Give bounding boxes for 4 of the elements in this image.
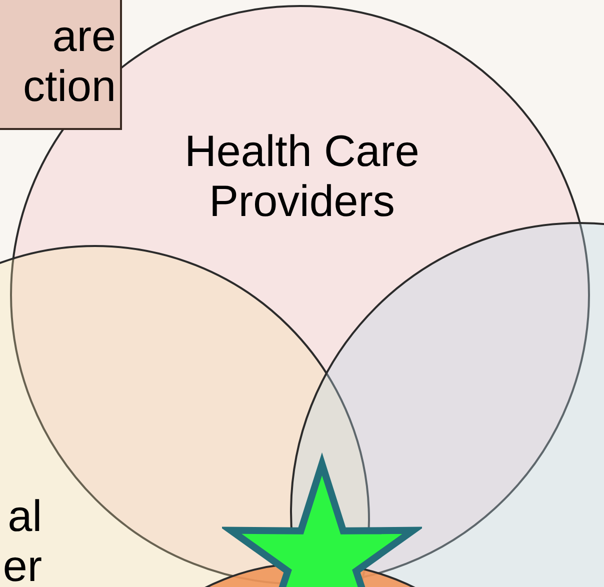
label-text: al er: [2, 492, 42, 587]
label-text: are ction: [22, 12, 116, 112]
label-text: Health Care Providers: [184, 127, 420, 227]
label-box: [0, 0, 122, 130]
